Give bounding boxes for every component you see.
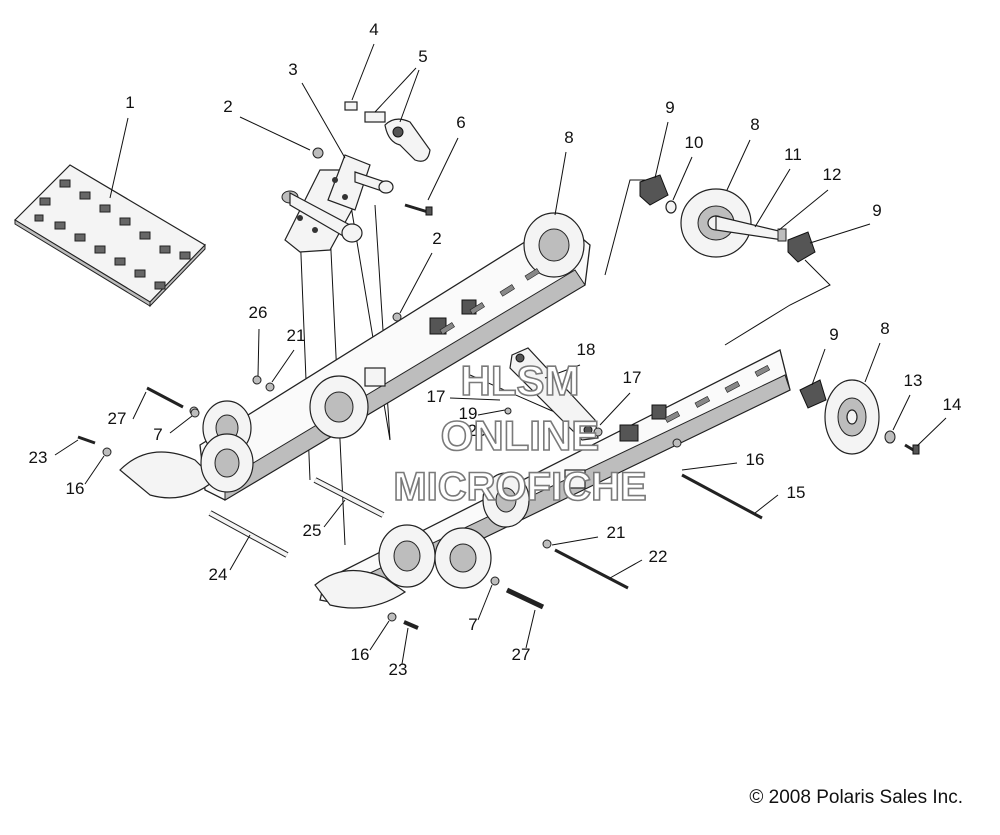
callout-22: 22 [649, 547, 668, 566]
callout-16: 16 [351, 645, 370, 664]
callout-2: 2 [223, 97, 232, 116]
callout-4: 4 [369, 20, 378, 39]
left-rail-lower [314, 347, 791, 609]
callout-17: 17 [427, 387, 446, 406]
right-rail-upper [119, 212, 591, 501]
callout-13: 13 [904, 371, 923, 390]
callout-16: 16 [746, 450, 765, 469]
callout-23: 23 [29, 448, 48, 467]
callout-18: 18 [577, 340, 596, 359]
callout-11: 11 [784, 145, 802, 164]
rear-axle-assembly [604, 174, 831, 346]
front-torque-arm-assembly [281, 101, 433, 546]
watermark-line-2: ONLINE [441, 412, 600, 459]
callout-9: 9 [872, 201, 881, 220]
copyright-notice: © 2008 Polaris Sales Inc. [749, 787, 963, 808]
callout-7: 7 [468, 615, 477, 634]
callout-21: 21 [287, 326, 306, 345]
callout-21: 21 [607, 523, 626, 542]
callout-6: 6 [456, 113, 465, 132]
callout-9: 9 [829, 325, 838, 344]
callout-3: 3 [288, 60, 297, 79]
callout-7: 7 [153, 425, 162, 444]
callout-8: 8 [564, 128, 573, 147]
callout-19: 19 [459, 404, 478, 423]
watermark-line-1: HLSM [461, 357, 580, 404]
callout-2: 2 [432, 229, 441, 248]
callout-26: 26 [249, 303, 268, 322]
callout-25: 25 [303, 521, 322, 540]
callout-1: 1 [125, 93, 134, 112]
callout-10: 10 [685, 133, 704, 152]
callout-24: 24 [209, 565, 228, 584]
callout-20: 20 [468, 421, 487, 440]
callout-17: 17 [623, 368, 642, 387]
callout-8: 8 [750, 115, 759, 134]
callout-8: 8 [880, 319, 889, 338]
callout-14: 14 [943, 395, 962, 414]
part-1-track-block [14, 164, 206, 308]
callout-leader-lines [54, 43, 947, 665]
callout-23: 23 [389, 660, 408, 679]
rear-idler-wheel [799, 379, 920, 455]
cross-shafts-and-bolts [77, 386, 763, 630]
callout-27: 27 [512, 645, 531, 664]
callout-16: 16 [66, 479, 85, 498]
callout-15: 15 [787, 483, 806, 502]
callout-12: 12 [823, 165, 842, 184]
callout-27: 27 [108, 409, 127, 428]
callout-5: 5 [418, 47, 427, 66]
callout-9: 9 [665, 98, 674, 117]
watermark: HLSM ONLINE MICROFICHE [393, 356, 648, 510]
watermark-line-3: MICROFICHE [393, 465, 646, 509]
